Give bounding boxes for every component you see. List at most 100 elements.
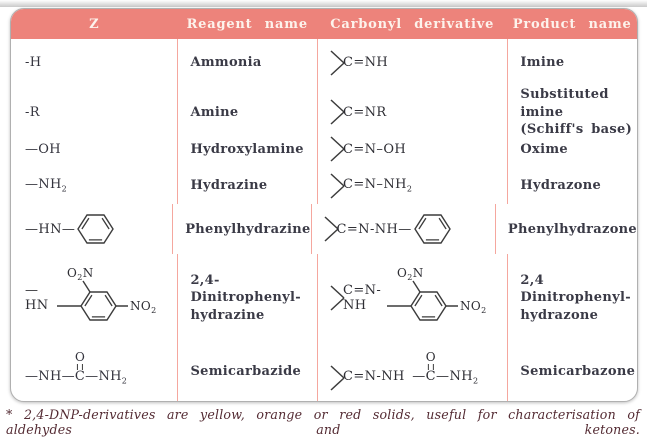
formula-subscript: 2 — [406, 184, 412, 194]
header-product-name: Product name — [512, 16, 632, 32]
product-name: 2,4 Dinitrophenyl- hydrazone — [507, 254, 637, 342]
svg-text:NO2: NO2 — [460, 299, 487, 315]
z-value: —OH — [11, 131, 177, 167]
page-top-edge — [0, 0, 647, 7]
z-text: —HN— — [25, 221, 76, 237]
z-text: —NH2 — [25, 177, 67, 194]
carbonyl-carbon-group: —C—O — [412, 349, 450, 385]
z-value: -H — [11, 39, 177, 86]
reagent-name: Ammonia — [177, 39, 317, 86]
carbonyl-carbon-group: —C—O — [61, 349, 99, 385]
z-group: —HN O2N NO2 — [25, 258, 177, 338]
carbonyl-angle-icon — [330, 99, 345, 125]
formula-group: C=NH — [330, 49, 389, 76]
z-value: —HN O2N NO2 — [11, 254, 177, 342]
formula-group: C=N–OH — [330, 136, 406, 162]
footnote: * 2,4-DNP-derivatives are yellow, orange… — [6, 407, 640, 437]
derivative-formula: C=N-NH— — [310, 204, 495, 254]
carbonyl-angle-icon — [330, 285, 345, 311]
svg-text:NO2: NO2 — [130, 299, 157, 315]
z-text: —NH — [25, 369, 62, 385]
reagent-name: 2,4-Dinitrophenyl- hydrazine — [177, 254, 317, 342]
derivative-formula: C=NR — [317, 86, 507, 139]
carbonyl-angle-icon — [330, 49, 345, 76]
product-name: Semicarbazone — [507, 342, 637, 401]
z-group: —HN— — [25, 211, 116, 247]
formula-text: C=N–OH — [343, 141, 407, 157]
benzene-ring-icon — [413, 214, 451, 244]
product-line-1: Substituted imine — [520, 87, 609, 120]
oxygen-above: O — [75, 351, 85, 370]
z-value: —HN— — [11, 204, 172, 254]
svg-text:O2N: O2N — [397, 266, 424, 282]
table-row: —HN O2N NO2 2,4-Dinitrophenyl- hydrazine… — [11, 254, 637, 342]
reagent-name: Hydrazine — [177, 167, 317, 204]
formula-group: C=N-NH— — [324, 211, 453, 247]
reagent-name: Phenylhydrazine — [172, 204, 310, 254]
product-line-1: 2,4 Dinitrophenyl- — [520, 272, 631, 306]
svg-text:O2N: O2N — [67, 266, 94, 282]
formula-group: C=NR — [330, 99, 387, 125]
carbonyl-angle-icon — [330, 136, 345, 162]
z-subscript: 2 — [61, 184, 67, 194]
product-name: Phenylhydrazone — [494, 204, 637, 254]
product-name: Imine — [507, 39, 637, 86]
reagent-line-2: hydrazine — [190, 307, 265, 323]
z-text-2: NH — [98, 369, 122, 385]
z-text: -H — [25, 55, 42, 70]
carbonyl-angle-icon — [330, 172, 345, 199]
formula-text: C=N-NH— — [336, 221, 412, 237]
product-name: Oxime — [507, 131, 637, 167]
benzene-ring-icon — [77, 214, 115, 244]
reagent-name: Hydroxylamine — [177, 131, 317, 167]
carbonyl-angle-icon — [324, 216, 339, 242]
formula-subscript: 2 — [472, 376, 479, 386]
double-bond-icon — [427, 363, 434, 370]
double-bond-icon — [77, 363, 84, 370]
formula-text: C=N–NH2 — [343, 177, 412, 194]
z-value: —NH2 — [11, 167, 177, 204]
z-text: —HN — [25, 283, 49, 313]
carbonyl-angle-icon — [330, 364, 345, 391]
oxygen-label: O — [425, 349, 436, 364]
reagent-line-1: 2,4-Dinitrophenyl- — [190, 272, 301, 306]
table-row: —NH2 Hydrazine C=N–NH2 Hydrazone — [11, 167, 637, 204]
table-row: —HN— Phenylhydrazine C=N-NH— Phenylhydra… — [11, 204, 637, 254]
formula-group: C=N–NH2 — [330, 172, 412, 199]
product-name: Hydrazone — [507, 167, 637, 204]
formula-text: C=NR — [343, 104, 387, 120]
oxygen-label: O — [74, 349, 86, 364]
z-text: —OH — [25, 141, 61, 157]
derivative-formula: C=N–NH2 — [317, 167, 507, 204]
oxygen-above: O — [426, 351, 436, 370]
derivative-formula: C=NH — [317, 39, 507, 86]
reagent-name: Amine — [177, 86, 317, 139]
product-line-2: (Schiff's base) — [520, 122, 633, 138]
header-reagent-name: Reagent name — [186, 16, 308, 32]
formula-group: C=N-NH O2N NO2 — [330, 258, 507, 338]
z-subscript: 2 — [121, 376, 127, 386]
formula-text: C=N-NH — [343, 283, 382, 313]
dinitrophenyl-ring-icon: O2N NO2 — [387, 266, 487, 321]
product-line-2: hydrazone — [520, 307, 599, 323]
product-name: Substituted imine (Schiff's base) — [507, 86, 637, 139]
formula-text: C=NH — [343, 55, 389, 70]
table-row: -H Ammonia C=NH Imine — [11, 39, 637, 86]
table-row: —OH Hydroxylamine C=N–OH Oxime — [11, 131, 637, 167]
reagent-name: Semicarbazide — [177, 342, 317, 401]
z-value: -R — [11, 86, 177, 139]
header-z: Z — [89, 16, 100, 32]
table-header-row: Z Reagent name Carbonyl derivative Produ… — [11, 9, 637, 39]
derivative-formula: C=N-NH O2N NO2 — [317, 254, 507, 342]
z-text: -R — [25, 104, 40, 120]
derivative-formula: C=N–OH — [317, 131, 507, 167]
table-row: -R Amine C=NR Substituted imine (Schiff'… — [11, 86, 637, 139]
header-carbonyl-derivative: Carbonyl derivative — [330, 16, 495, 32]
carbonyl-derivatives-table: Z Reagent name Carbonyl derivative Produ… — [10, 8, 638, 402]
